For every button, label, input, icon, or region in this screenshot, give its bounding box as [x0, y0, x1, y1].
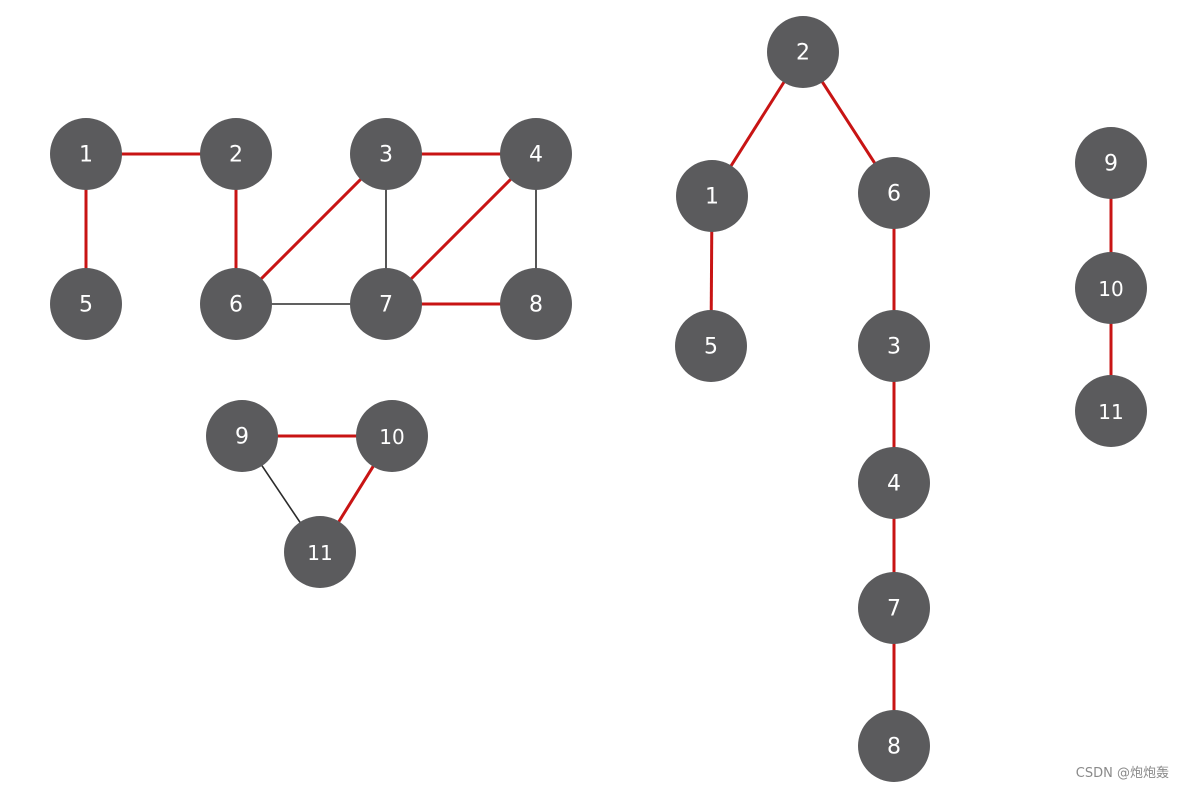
graph-node-circle [356, 400, 428, 472]
graph-node-3: 3 [350, 118, 422, 190]
tree-a-node-2: 2 [767, 16, 839, 88]
tree-b-node-9: 9 [1075, 127, 1147, 199]
graph-node-label: 11 [307, 541, 332, 565]
graph-node-circle [350, 268, 422, 340]
graph-node-label: 2 [229, 143, 243, 168]
tree-b-node-11: 11 [1075, 375, 1147, 447]
graph-node-6: 6 [200, 268, 272, 340]
tree-a-node-circle [676, 160, 748, 232]
graph-node-label: 10 [379, 425, 404, 449]
graph-node-label: 3 [379, 143, 393, 168]
tree-a-node-label: 1 [705, 185, 719, 210]
tree-a-node-circle [858, 157, 930, 229]
tree-a-node-label: 8 [887, 735, 901, 760]
tree-b-node-circle [1075, 127, 1147, 199]
tree-a-node-3: 3 [858, 310, 930, 382]
tree-b-node-label: 10 [1098, 277, 1123, 301]
graph-node-circle [350, 118, 422, 190]
graph-node-7: 7 [350, 268, 422, 340]
graph-node-11: 11 [284, 516, 356, 588]
graph-node-circle [50, 118, 122, 190]
tree-a-node-7: 7 [858, 572, 930, 644]
graph-node-circle [200, 268, 272, 340]
tree-a-node-circle [767, 16, 839, 88]
graph-node-1: 1 [50, 118, 122, 190]
tree-b-node-label: 9 [1104, 152, 1118, 177]
tree-a-node-circle [858, 710, 930, 782]
graph-node-circle [500, 268, 572, 340]
tree-b-node-circle [1075, 375, 1147, 447]
graph-node-circle [200, 118, 272, 190]
tree-a-node-4: 4 [858, 447, 930, 519]
graph-node-label: 8 [529, 293, 543, 318]
tree-a-node-label: 5 [704, 335, 718, 360]
watermark-text: CSDN @炮炮轰 [1075, 766, 1169, 781]
tree-a-node-label: 2 [796, 41, 810, 66]
tree-b-node-circle [1075, 252, 1147, 324]
tree-a-node-5: 5 [675, 310, 747, 382]
tree-a-node-label: 7 [887, 597, 901, 622]
graph-node-5: 5 [50, 268, 122, 340]
tree-a-node-1: 1 [676, 160, 748, 232]
graph-node-9: 9 [206, 400, 278, 472]
tree-a-node-circle [675, 310, 747, 382]
tree-b-node-label: 11 [1098, 400, 1123, 424]
tree-b-node-10: 10 [1075, 252, 1147, 324]
graph-node-label: 6 [229, 293, 243, 318]
graph-node-8: 8 [500, 268, 572, 340]
graph-node-label: 4 [529, 143, 543, 168]
graph-node-circle [50, 268, 122, 340]
tree-a-node-6: 6 [858, 157, 930, 229]
graph-node-label: 5 [79, 293, 93, 318]
graph-node-circle [284, 516, 356, 588]
tree-a-node-circle [858, 572, 930, 644]
tree-a-node-circle [858, 310, 930, 382]
graph-node-4: 4 [500, 118, 572, 190]
tree-a-node-label: 3 [887, 335, 901, 360]
tree-a-node-label: 6 [887, 182, 901, 207]
graph-node-circle [206, 400, 278, 472]
nodes-layer: 1 2 3 4 5 6 7 8 9 10 11 2 1 6 5 3 4 7 8 9 10 11 [50, 16, 1147, 782]
graph-node-2: 2 [200, 118, 272, 190]
graph-node-circle [500, 118, 572, 190]
graph-node-10: 10 [356, 400, 428, 472]
graph-node-label: 1 [79, 143, 93, 168]
graph-node-label: 9 [235, 425, 249, 450]
graph-node-label: 7 [379, 293, 393, 318]
tree-a-node-label: 4 [887, 472, 901, 497]
tree-a-node-circle [858, 447, 930, 519]
tree-a-node-8: 8 [858, 710, 930, 782]
